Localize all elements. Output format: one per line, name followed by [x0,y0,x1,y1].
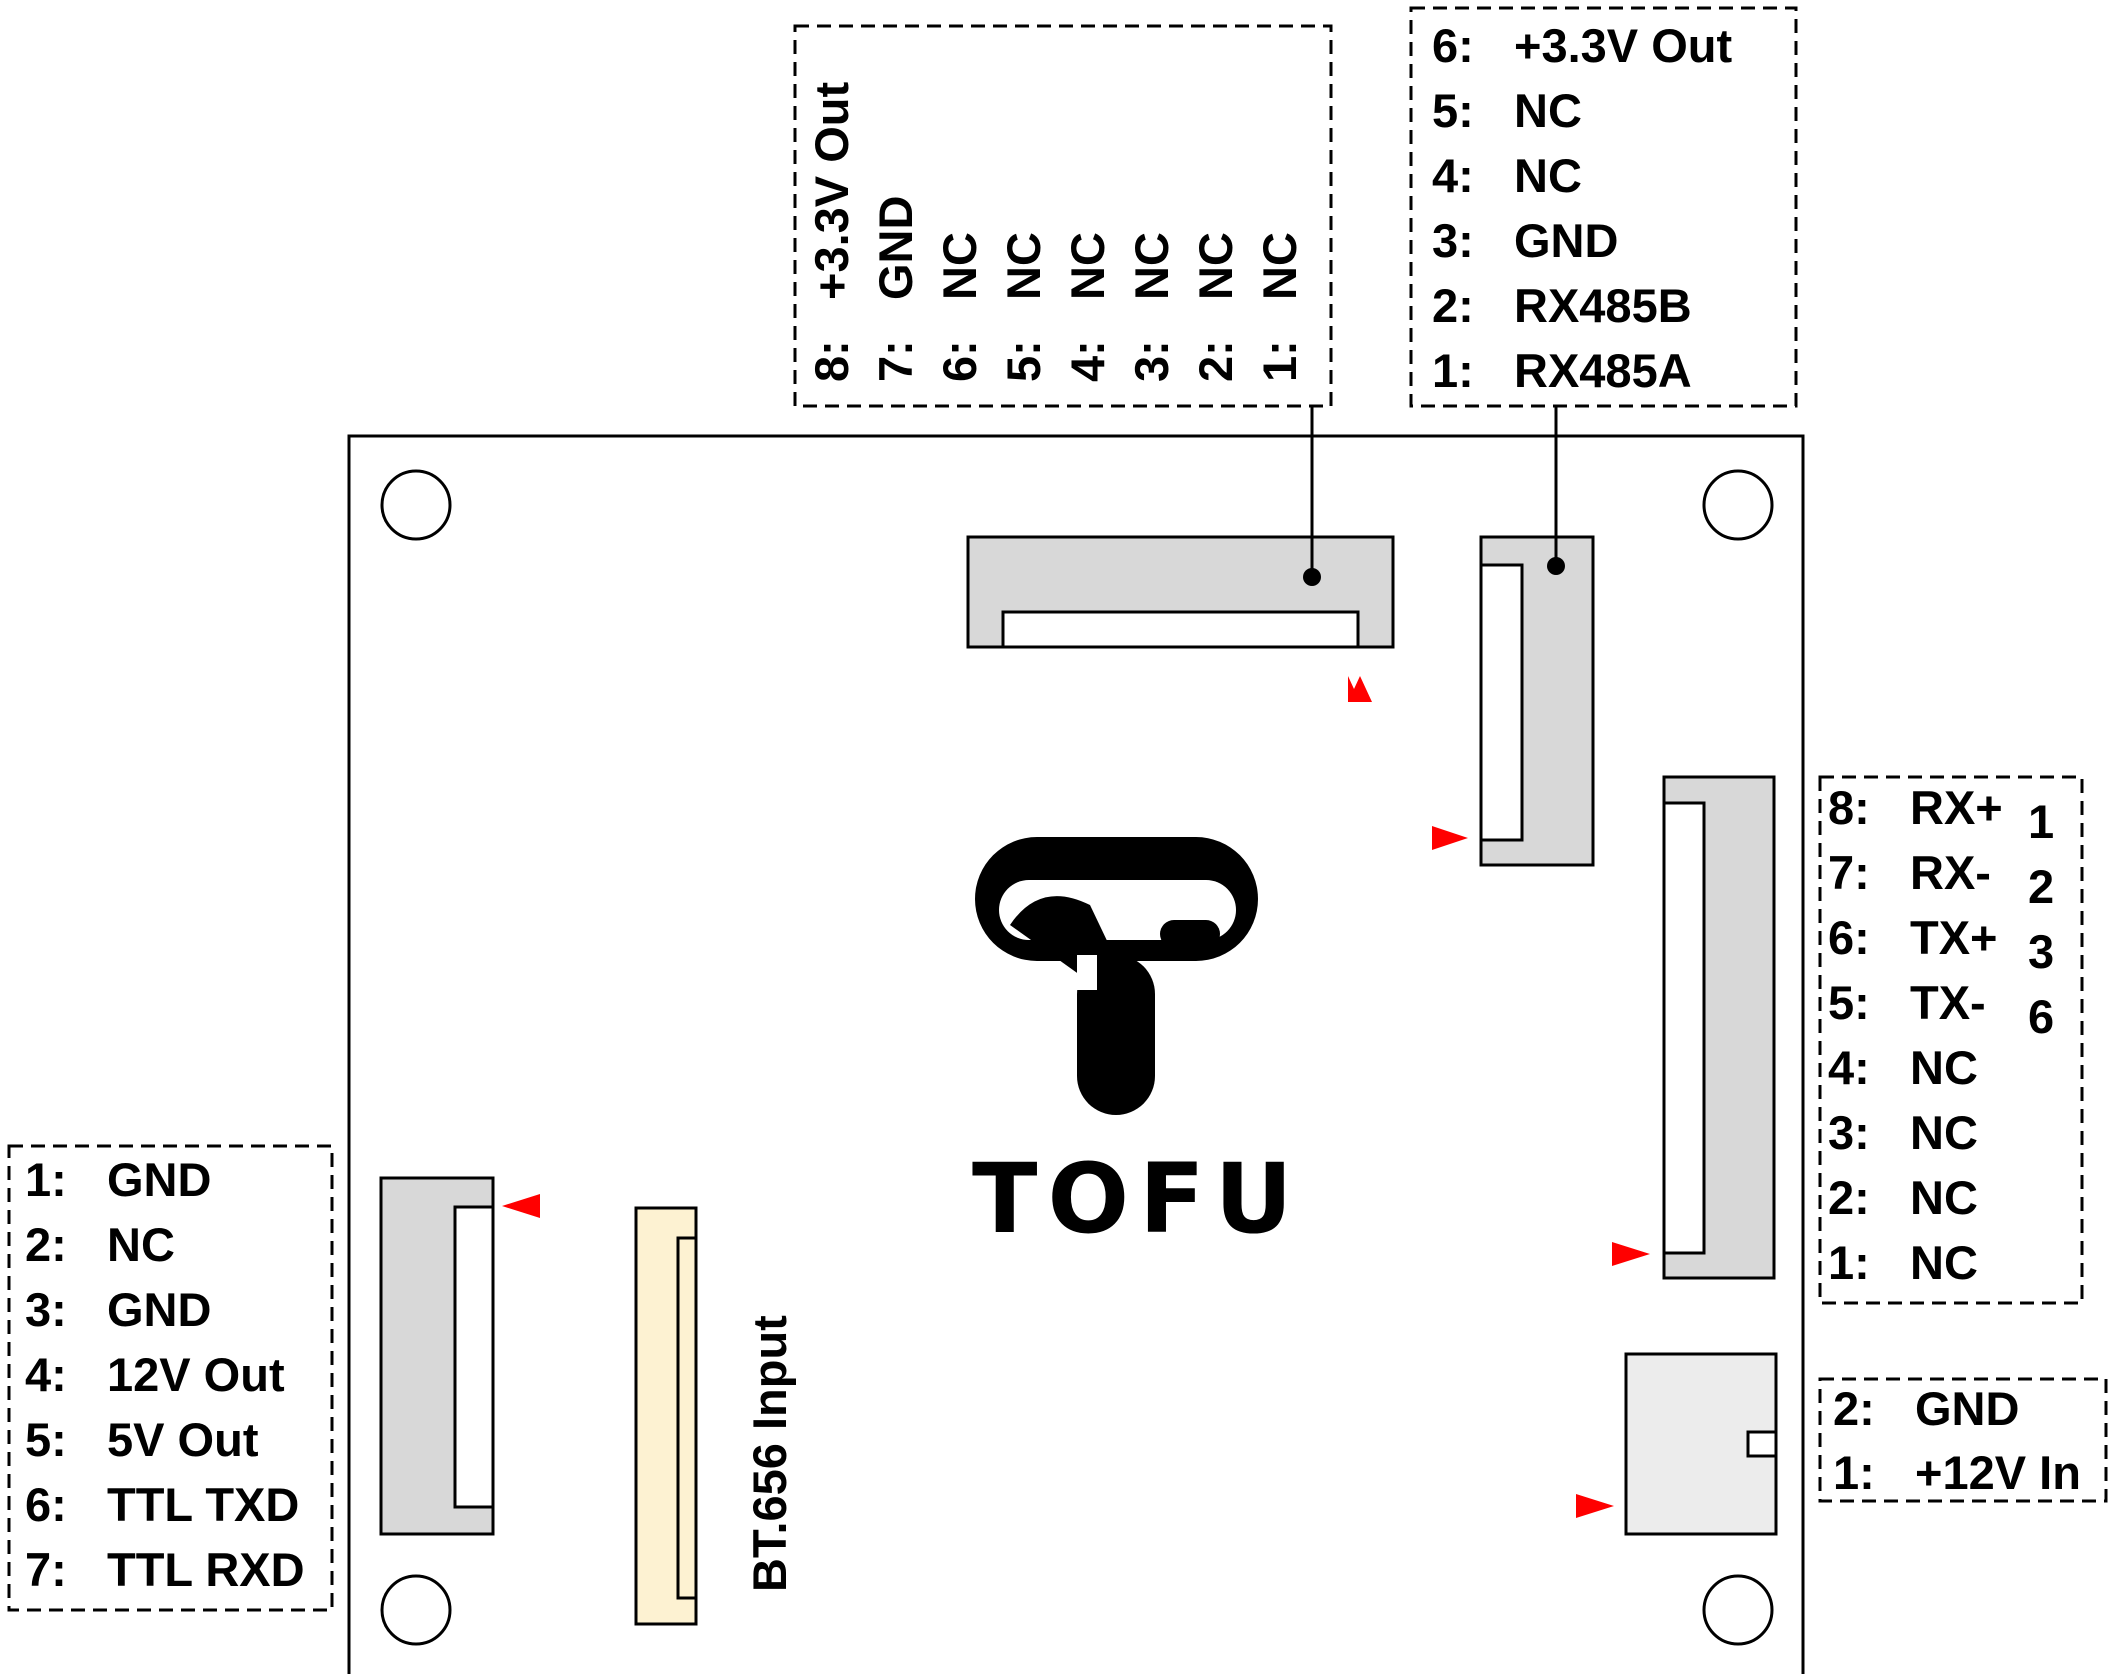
left-pin-number: 2: [25,1218,67,1271]
left-pin-name: 12V Out [107,1348,285,1401]
ethernet-rj45-pin: 6 [2028,990,2054,1043]
left-pin-name: 5V Out [107,1413,259,1466]
ethernet-pin-number: 2: [1828,1171,1870,1224]
power-connector-pin1-marker [1576,1494,1614,1518]
ethernet-pin-name: TX+ [1910,911,1998,964]
bt656-label: BT.656 Input [743,1315,796,1592]
left-pin-number: 7: [25,1543,67,1596]
rs485-pin-number: 6: [1432,19,1474,72]
left-pin-number: 3: [25,1283,67,1336]
top-pin-name: NC [1061,232,1114,300]
ethernet-pin-name: NC [1910,1041,1978,1094]
top-pin-number: 8: [805,340,858,382]
left-pin-number: 4: [25,1348,67,1401]
rs485-pin-name: NC [1514,84,1582,137]
ethernet-connector-pin1-marker [1612,1242,1650,1266]
ethernet-pin-name: NC [1910,1106,1978,1159]
rs485-pin-name: +3.3V Out [1514,19,1732,72]
left-pin-name: TTL TXD [107,1478,299,1531]
top-pin-name: GND [869,196,922,300]
left-pin-box [7,1144,334,1612]
left-pin-name: TTL RXD [107,1543,305,1596]
left-pin-number: 1: [25,1153,67,1206]
left-pin-number: 5: [25,1413,67,1466]
power-pin-name: GND [1915,1382,2019,1435]
ethernet-pin-number: 8: [1828,781,1870,834]
top-pin-number: 6: [933,340,986,382]
left-connector [379,1176,540,1536]
top-pin-name: NC [997,232,1050,300]
top-pin-number: 5: [997,340,1050,382]
top-pin-name: NC [1253,232,1306,300]
tofu-logo-text: TOFU [972,1143,1303,1255]
rs485-pin-number: 1: [1432,344,1474,397]
rs485-pin-name: RX485B [1514,279,1692,332]
bt656-connector [634,1206,698,1626]
rs485-pin-number: 3: [1432,214,1474,267]
power-pin-box [1818,1377,2108,1503]
rs485-connector-pin1-marker [1432,826,1468,850]
power-connector [1576,1352,1778,1536]
ethernet-rj45-pin: 2 [2028,860,2054,913]
tofu-logo [975,837,1258,1115]
mounting-hole-top-right [1702,469,1774,541]
mounting-hole-top-left [380,469,452,541]
top-pin-number: 4: [1061,340,1114,382]
top-pin-name: NC [933,232,986,300]
rs485-pin-box [1409,6,1798,408]
top-pin-box [793,24,1333,408]
top-pin-name: NC [1125,232,1178,300]
left-pin-name: GND [107,1153,211,1206]
ethernet-pin-name: NC [1910,1171,1978,1224]
rs485-pin-number: 2: [1432,279,1474,332]
left-pin-name: GND [107,1283,211,1336]
left-connector-pin1-marker [502,1194,540,1218]
power-pin-number: 2: [1833,1382,1875,1435]
ethernet-pin-number: 7: [1828,846,1870,899]
top-pin-number: 7: [869,340,922,382]
top-pin-number: 1: [1253,340,1306,382]
left-pin-name: NC [107,1218,175,1271]
ethernet-pin-name: NC [1910,1236,1978,1289]
ethernet-rj45-pin: 3 [2028,925,2054,978]
top-pin-name: NC [1189,232,1242,300]
rs485-pin-number: 5: [1432,84,1474,137]
top-connector [966,535,1395,702]
top-pin-labels: 8: +3.3V Out 7: GND 6: NC 5: NC 4: NC 3: NC 2: NC 1: NC [805,82,1306,382]
ethernet-pin-number: 3: [1828,1106,1870,1159]
power-pin-number: 1: [1833,1446,1875,1499]
rs485-pin-number: 4: [1432,149,1474,202]
ethernet-pin-name: TX- [1910,976,1986,1029]
top-pin-number: 2: [1189,340,1242,382]
ethernet-connector [1612,775,1776,1280]
rs485-pin-name: GND [1514,214,1618,267]
rs485-pin-labels: 6: +3.3V Out 5: NC 4: NC 3: GND 2: RX485B 1: RX485A [1432,19,1732,397]
rs485-connector [1432,535,1595,867]
top-pin-number: 3: [1125,340,1178,382]
ethernet-pin-number: 5: [1828,976,1870,1029]
rs485-pin-name: NC [1514,149,1582,202]
power-pin-labels: 2: GND 1: +12V In [1833,1382,2081,1499]
top-pin-name: +3.3V Out [805,82,858,300]
ethernet-pin-number: 1: [1828,1236,1870,1289]
left-pin-labels: 1: GND 2: NC 3: GND 4: 12V Out 5: 5V Out 6: TTL TXD… [25,1153,305,1596]
ethernet-rj45-pin: 1 [2028,795,2054,848]
left-pin-number: 6: [25,1478,67,1531]
mounting-hole-bottom-left [380,1574,452,1646]
ethernet-pin-name: RX- [1910,846,1991,899]
ethernet-pin-number: 6: [1828,911,1870,964]
ethernet-pin-name: RX+ [1910,781,2003,834]
power-pin-name: +12V In [1915,1446,2081,1499]
ethernet-pin-labels: 8: RX+ 1 7: RX- 2 6: TX+ 3 5: TX- 6 4: NC 3: NC 2: NC 1: NC [1828,781,2054,1289]
mounting-hole-bottom-right [1702,1574,1774,1646]
rs485-pin-name: RX485A [1514,344,1692,397]
ethernet-pin-number: 4: [1828,1041,1870,1094]
